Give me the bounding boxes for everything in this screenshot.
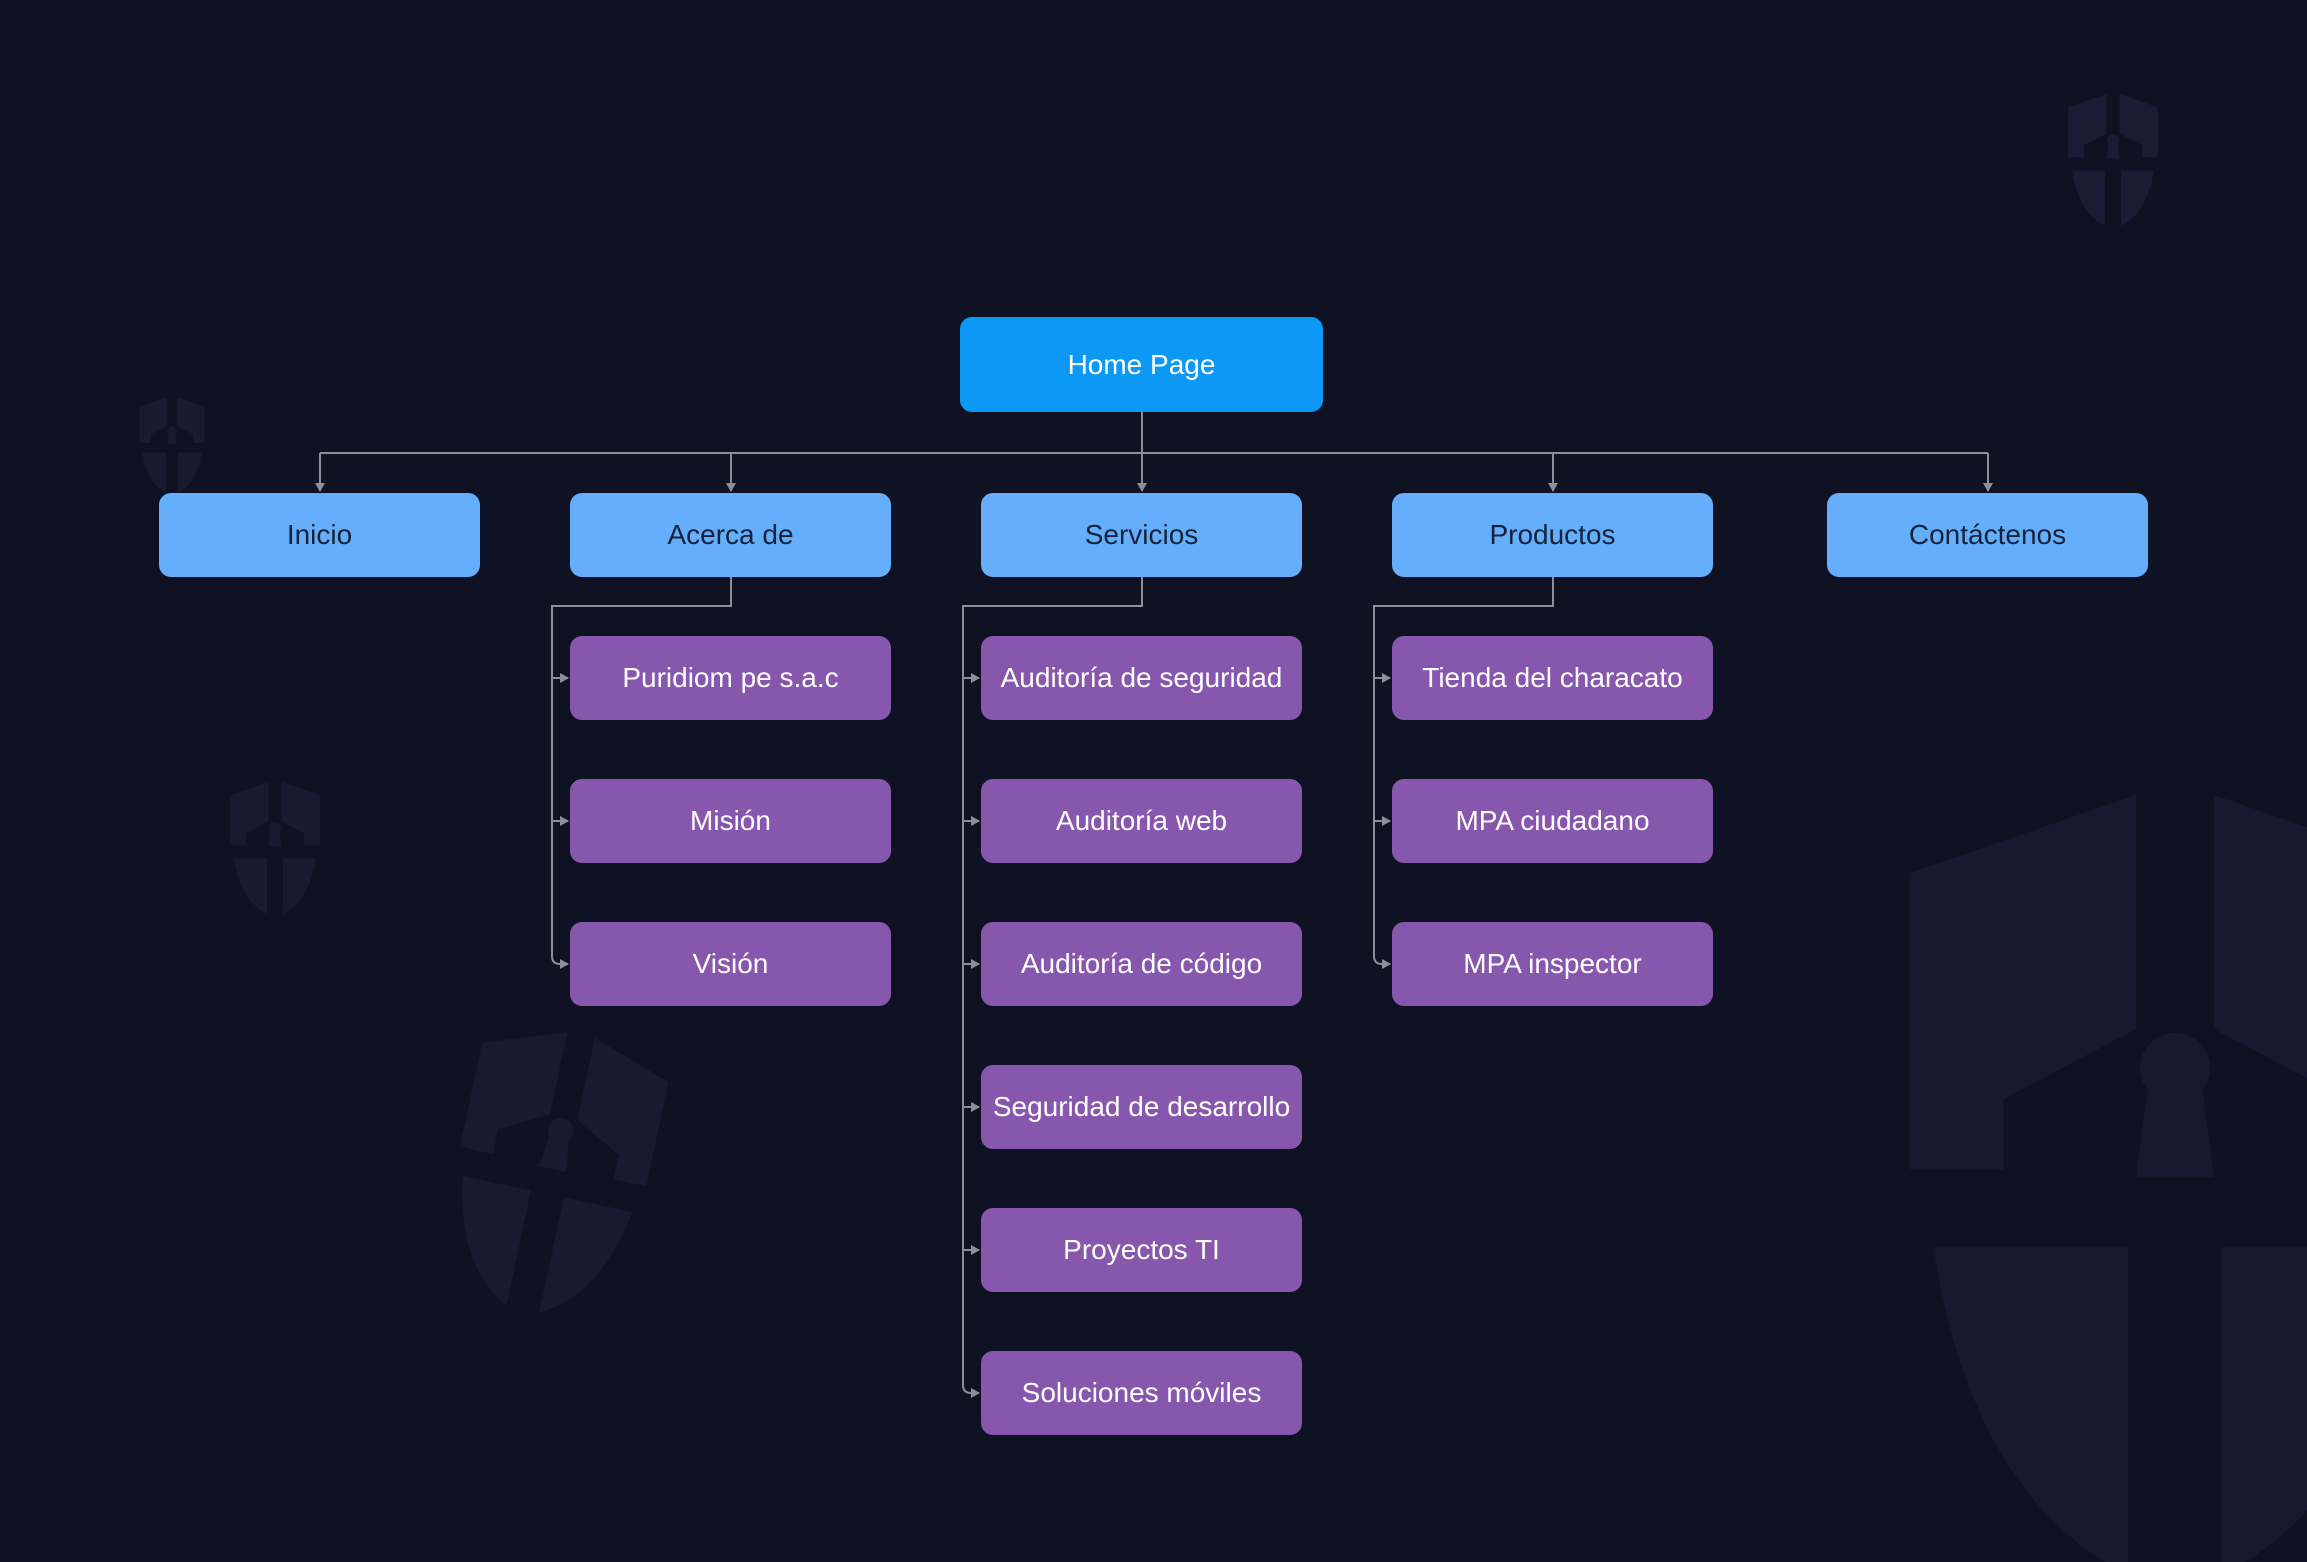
- page-node-auditoria-de-seguridad: Auditoría de seguridad: [981, 636, 1302, 720]
- arrow-head-icon: [971, 1102, 980, 1112]
- shield-keyhole-icon: [230, 782, 320, 914]
- section-node-servicios: Servicios: [981, 493, 1302, 577]
- page-node-puridiom-pe-s-a-c: Puridiom pe s.a.c: [570, 636, 891, 720]
- arrow-head-icon: [971, 673, 980, 683]
- arrow-head-icon: [560, 816, 569, 826]
- arrow-head-icon: [726, 483, 736, 492]
- arrow-head-icon: [1382, 673, 1391, 683]
- page-node-seguridad-de-desarrollo: Seguridad de desarrollo: [981, 1065, 1302, 1149]
- section-node-acerca-de: Acerca de: [570, 493, 891, 577]
- shield-keyhole-icon: [1909, 794, 2307, 1562]
- connector-line: [962, 577, 1143, 1394]
- page-node-mpa-inspector: MPA inspector: [1392, 922, 1713, 1006]
- page-node-mpa-ciudadano: MPA ciudadano: [1392, 779, 1713, 863]
- shield-keyhole-icon: [460, 1032, 669, 1313]
- arrow-head-icon: [1382, 816, 1391, 826]
- arrow-head-icon: [971, 1388, 980, 1398]
- page-node-soluciones-moviles: Soluciones móviles: [981, 1351, 1302, 1435]
- connector-line: [1373, 577, 1554, 965]
- arrow-head-icon: [315, 483, 325, 492]
- page-node-mision: Misión: [570, 779, 891, 863]
- connector-line: [551, 577, 732, 965]
- page-node-auditoria-web: Auditoría web: [981, 779, 1302, 863]
- shield-keyhole-icon: [2068, 94, 2158, 226]
- arrow-head-icon: [1137, 483, 1147, 492]
- page-node-vision: Visión: [570, 922, 891, 1006]
- shield-keyhole-icon: [139, 397, 205, 493]
- section-node-productos: Productos: [1392, 493, 1713, 577]
- arrow-head-icon: [1548, 483, 1558, 492]
- page-node-proyectos-ti: Proyectos TI: [981, 1208, 1302, 1292]
- arrow-head-icon: [560, 959, 569, 969]
- arrow-head-icon: [1382, 959, 1391, 969]
- arrow-head-icon: [1983, 483, 1993, 492]
- root-node-home: Home Page: [960, 317, 1323, 412]
- section-node-inicio: Inicio: [159, 493, 480, 577]
- arrow-head-icon: [560, 673, 569, 683]
- page-node-auditoria-de-codigo: Auditoría de código: [981, 922, 1302, 1006]
- arrow-head-icon: [971, 959, 980, 969]
- page-node-tienda-del-characato: Tienda del characato: [1392, 636, 1713, 720]
- arrow-head-icon: [971, 1245, 980, 1255]
- section-node-contactenos: Contáctenos: [1827, 493, 2148, 577]
- arrow-head-icon: [971, 816, 980, 826]
